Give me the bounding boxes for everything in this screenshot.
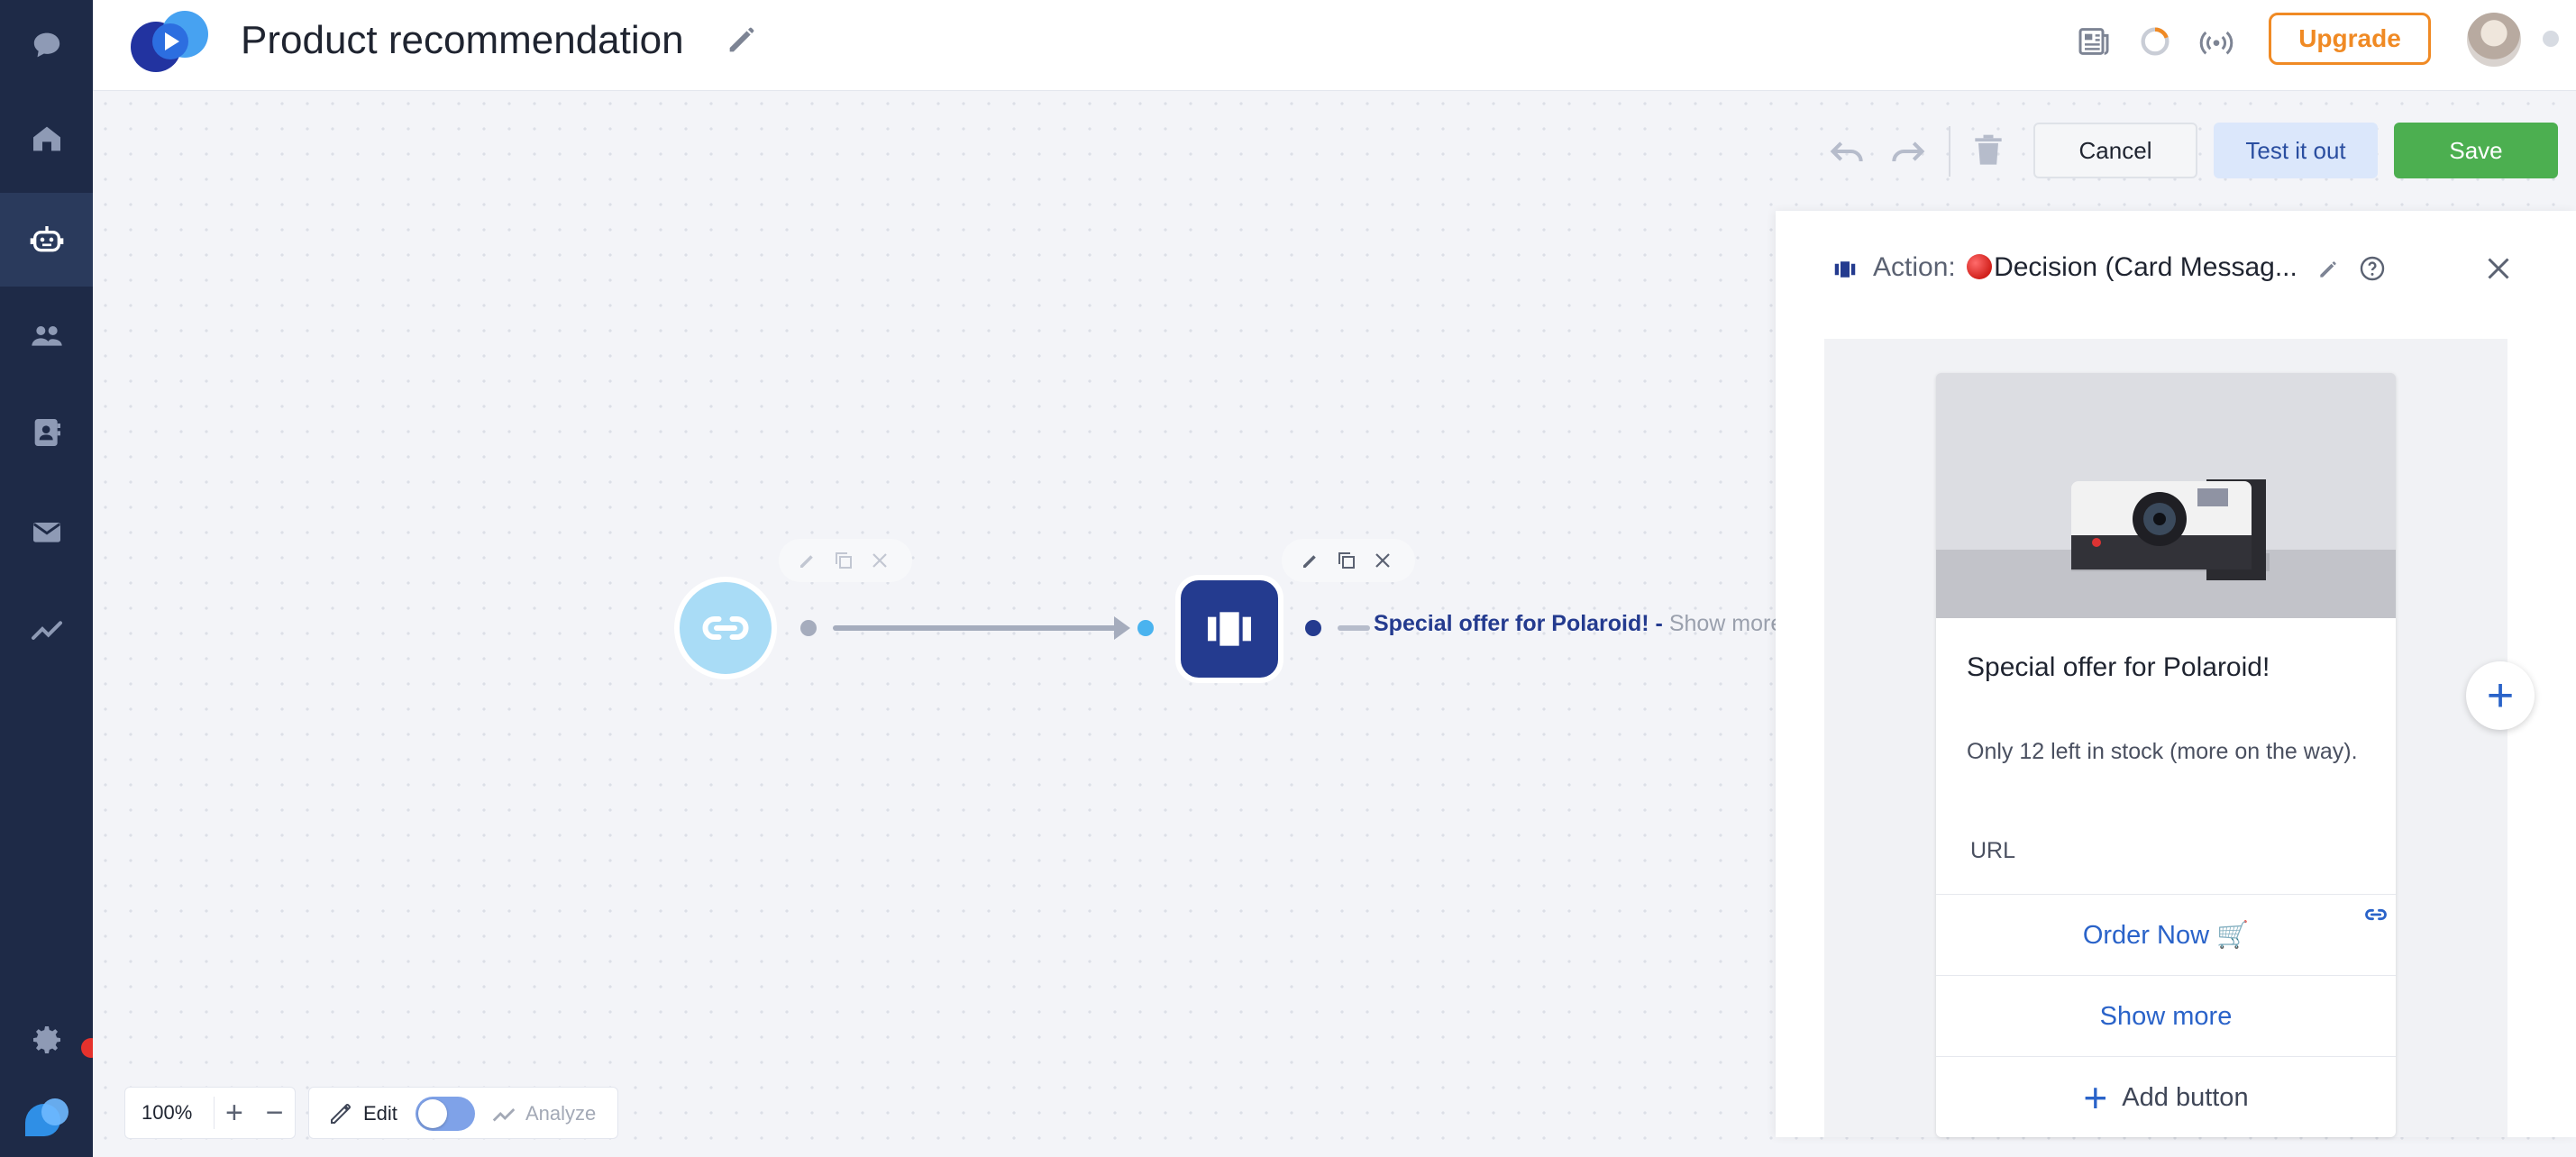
toggle-knob — [418, 1099, 447, 1128]
node-duplicate-icon[interactable] — [1330, 544, 1363, 577]
sidebar-item-home[interactable] — [0, 94, 93, 184]
analyze-mode-label[interactable]: Analyze — [525, 1102, 597, 1125]
node-input-port[interactable] — [1137, 620, 1154, 636]
node-output-port[interactable] — [1305, 620, 1321, 636]
zoom-level: 100% — [142, 1101, 193, 1124]
show-more-link[interactable]: Show more — [1668, 611, 1784, 636]
news-icon[interactable] — [2076, 23, 2112, 59]
node-toolbar-card — [1282, 539, 1415, 582]
chat-icon — [33, 32, 59, 58]
add-button[interactable]: + Add button — [1936, 1056, 2396, 1137]
close-icon[interactable] — [2482, 252, 2515, 285]
inbox-icon — [32, 523, 60, 542]
card-message-node[interactable] — [1175, 575, 1283, 683]
node-output-label[interactable]: Special offer for Polaroid! - Show more — [1374, 611, 1784, 636]
node-output-port[interactable] — [800, 620, 817, 636]
zoom-divider — [213, 1097, 215, 1129]
save-button[interactable]: Save — [2394, 123, 2558, 178]
add-card-button[interactable]: + — [2466, 661, 2535, 730]
connector-arrow — [1114, 616, 1130, 640]
sidebar-item-brand[interactable] — [0, 1078, 93, 1157]
sidebar-item-bots[interactable] — [0, 193, 93, 287]
card-subtitle[interactable]: Only 12 left in stock (more on the way). — [1967, 739, 2358, 764]
sidebar — [0, 0, 101, 1157]
sidebar-item-audience[interactable] — [0, 290, 93, 380]
carousel-icon — [1834, 261, 1856, 278]
sidebar-item-inbox[interactable] — [0, 487, 93, 577]
sidebar-item-contacts[interactable] — [0, 387, 93, 478]
edit-mode-label[interactable]: Edit — [363, 1102, 397, 1125]
settings-icon — [32, 1026, 60, 1053]
cancel-button[interactable]: Cancel — [2033, 123, 2197, 178]
toolbar-divider — [1949, 126, 1950, 177]
card-image[interactable] — [1936, 373, 2396, 618]
node-duplicate-icon[interactable] — [827, 544, 860, 577]
card-button-order-now[interactable]: Order Now 🛒 — [1936, 894, 2396, 976]
link-icon — [702, 616, 749, 640]
node-toolbar-trigger — [779, 539, 912, 582]
card-button-show-more[interactable]: Show more — [1936, 975, 2396, 1057]
panel-title: Action: Decision (Card Messag... — [1873, 252, 2297, 282]
delete-icon[interactable] — [1969, 132, 2008, 171]
help-icon[interactable] — [2358, 254, 2387, 283]
plus-icon: + — [2083, 1074, 2108, 1121]
edit-title-icon[interactable] — [724, 22, 760, 58]
app-logo-icon — [131, 11, 208, 72]
node-remove-icon[interactable] — [1366, 544, 1399, 577]
sidebar-item-analytics[interactable] — [0, 584, 93, 674]
node-edit-icon[interactable] — [791, 544, 824, 577]
message-card: Special offer for Polaroid! Only 12 left… — [1936, 373, 2396, 1137]
analytics-icon — [31, 621, 62, 640]
carousel-icon — [1208, 612, 1251, 646]
upgrade-button[interactable]: Upgrade — [2269, 13, 2431, 65]
progress-icon[interactable] — [2137, 23, 2173, 59]
output-connector — [1338, 625, 1370, 631]
card-title[interactable]: Special offer for Polaroid! — [1967, 652, 2270, 682]
edit-action-name-icon[interactable] — [2316, 258, 2340, 281]
bot-icon — [30, 226, 63, 252]
sidebar-item-settings[interactable] — [0, 995, 93, 1085]
zoom-controls: 100% + − — [124, 1087, 296, 1139]
red-circle-icon — [1967, 254, 1993, 279]
sidebar-item-chat[interactable] — [0, 0, 93, 90]
users-icon — [31, 326, 62, 346]
analyze-chart-icon — [492, 1108, 516, 1122]
broadcast-icon[interactable] — [2198, 23, 2234, 59]
flow-connector — [833, 625, 1121, 631]
zoom-out-button[interactable]: − — [265, 1096, 284, 1130]
card-url-field[interactable]: URL — [1970, 838, 2016, 863]
contacts-icon — [34, 419, 60, 446]
page-title: Product recommendation — [241, 18, 684, 62]
mode-switcher: Edit Analyze — [308, 1087, 618, 1139]
node-remove-icon[interactable] — [863, 544, 896, 577]
avatar[interactable] — [2467, 13, 2521, 67]
status-dot — [2543, 31, 2559, 47]
top-header: Product recommendation Upgrade — [93, 0, 2576, 91]
brand-icon — [24, 1098, 69, 1139]
camera-photo-icon — [1936, 373, 2396, 618]
link-icon — [2365, 908, 2387, 921]
test-it-out-button[interactable]: Test it out — [2214, 123, 2378, 178]
mode-toggle[interactable] — [416, 1097, 475, 1131]
undo-icon[interactable] — [1828, 132, 1868, 171]
trigger-node-link[interactable] — [674, 577, 777, 679]
pencil-icon — [331, 1104, 351, 1124]
home-icon — [32, 126, 60, 151]
node-edit-icon[interactable] — [1294, 544, 1327, 577]
action-panel: Action: Decision (Card Messag... Special… — [1776, 211, 2576, 1137]
redo-icon[interactable] — [1887, 132, 1927, 171]
zoom-in-button[interactable]: + — [225, 1096, 243, 1130]
